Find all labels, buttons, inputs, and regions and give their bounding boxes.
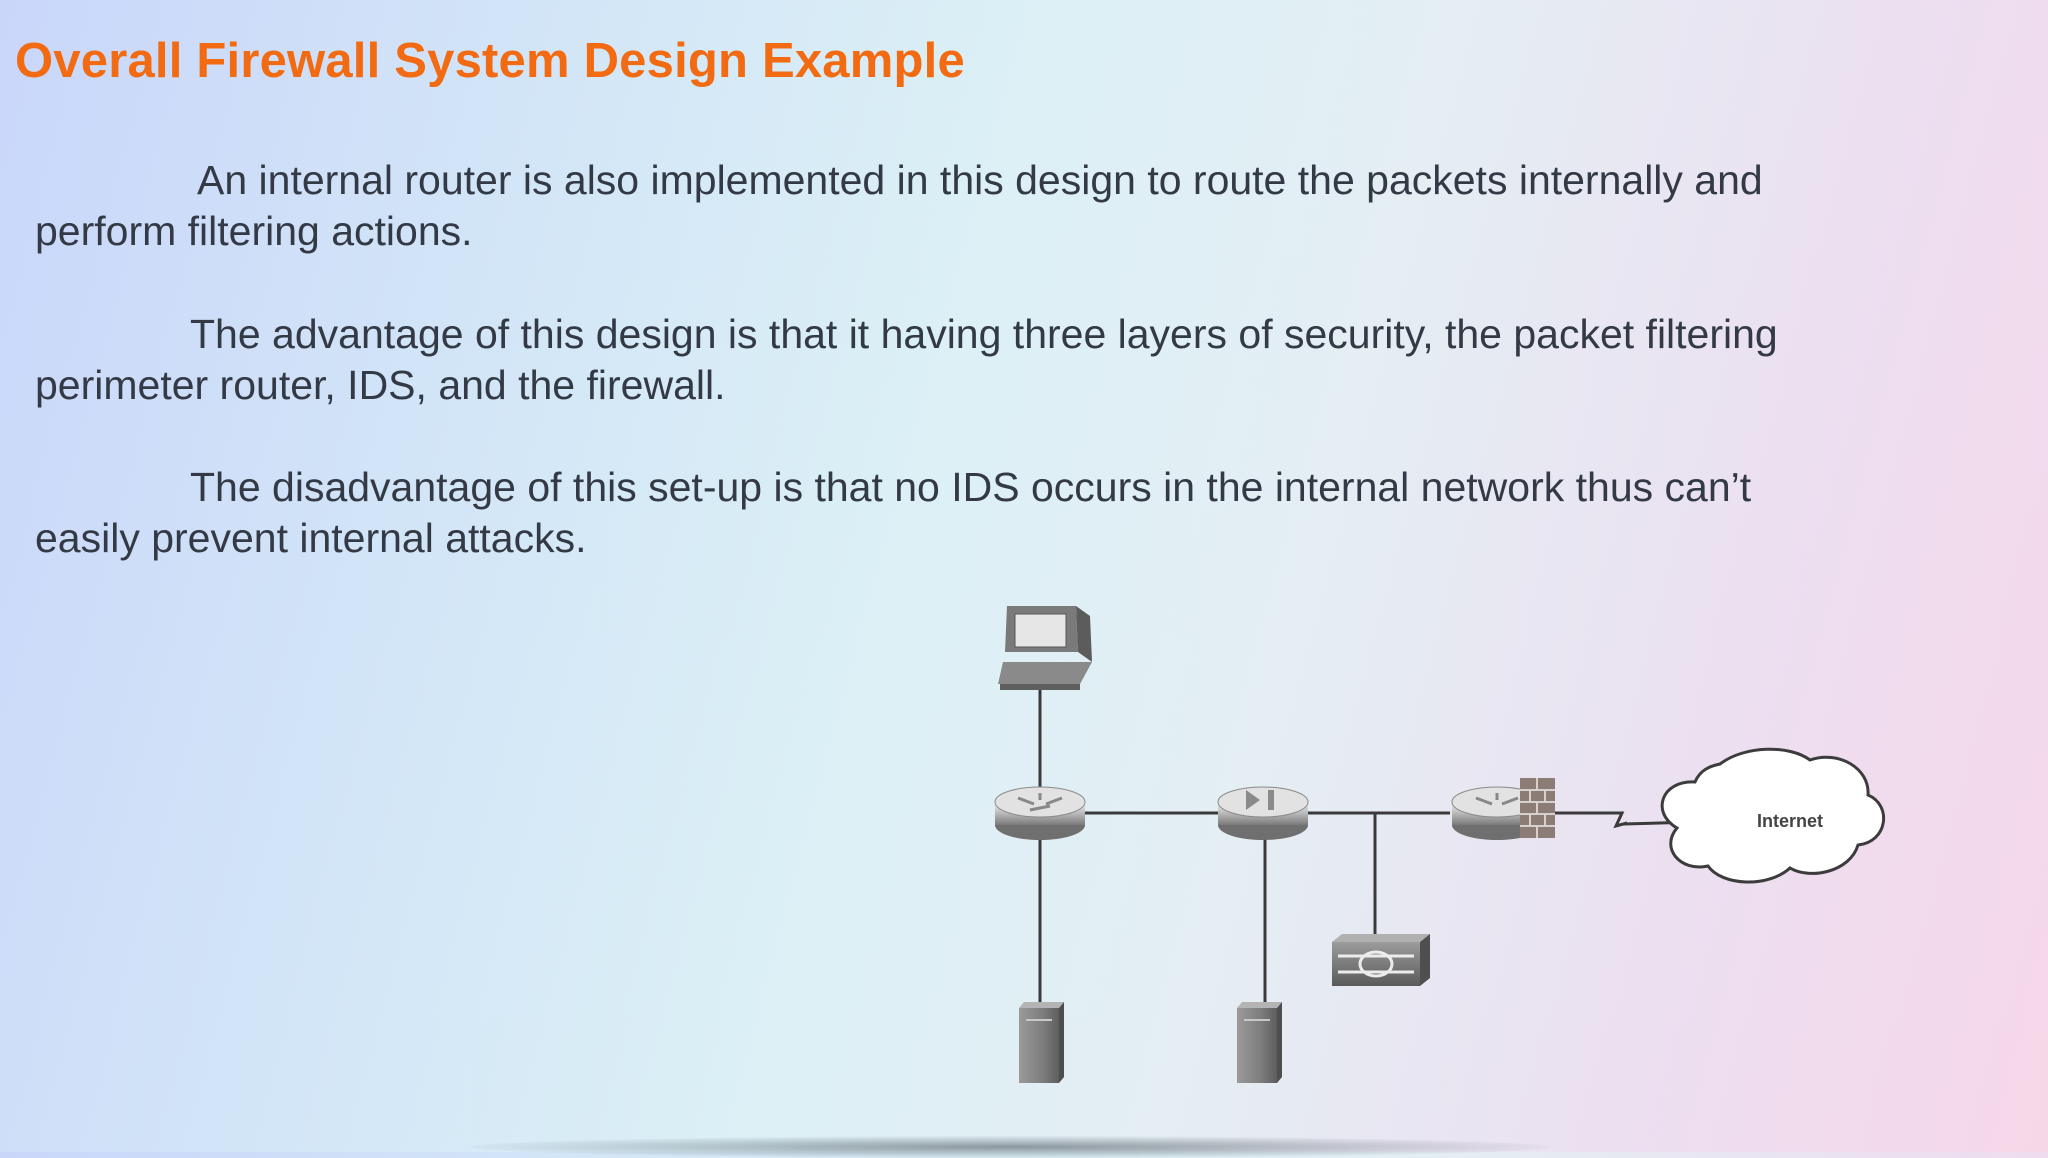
paragraph-disadvantage: The disadvantage of this set-up is that … bbox=[35, 462, 1795, 564]
workstation-icon bbox=[998, 606, 1092, 690]
paragraph-text: The advantage of this design is that it … bbox=[35, 311, 1778, 408]
paragraph-advantage: The advantage of this design is that it … bbox=[35, 309, 1795, 411]
perimeter-router-icon bbox=[1451, 778, 1555, 840]
ids-sensor-icon bbox=[1332, 934, 1430, 986]
paragraph-text: An internal router is also implemented i… bbox=[35, 157, 1763, 254]
paragraph-text: The disadvantage of this set-up is that … bbox=[35, 464, 1752, 561]
network-diagram bbox=[994, 606, 1885, 1083]
firewall-icon bbox=[1217, 786, 1309, 840]
paragraph-internal-router: An internal router is also implemented i… bbox=[35, 155, 1795, 257]
internal-router-icon bbox=[994, 786, 1086, 840]
slide-title: Overall Firewall System Design Example bbox=[15, 34, 965, 88]
network-links bbox=[1038, 690, 1696, 1008]
server-icon bbox=[1237, 1002, 1282, 1083]
internet-cloud-icon bbox=[1660, 747, 1885, 884]
server-icon bbox=[1019, 1002, 1064, 1083]
bottom-shadow bbox=[470, 1136, 1550, 1158]
internet-label: Internet bbox=[1757, 811, 1824, 831]
